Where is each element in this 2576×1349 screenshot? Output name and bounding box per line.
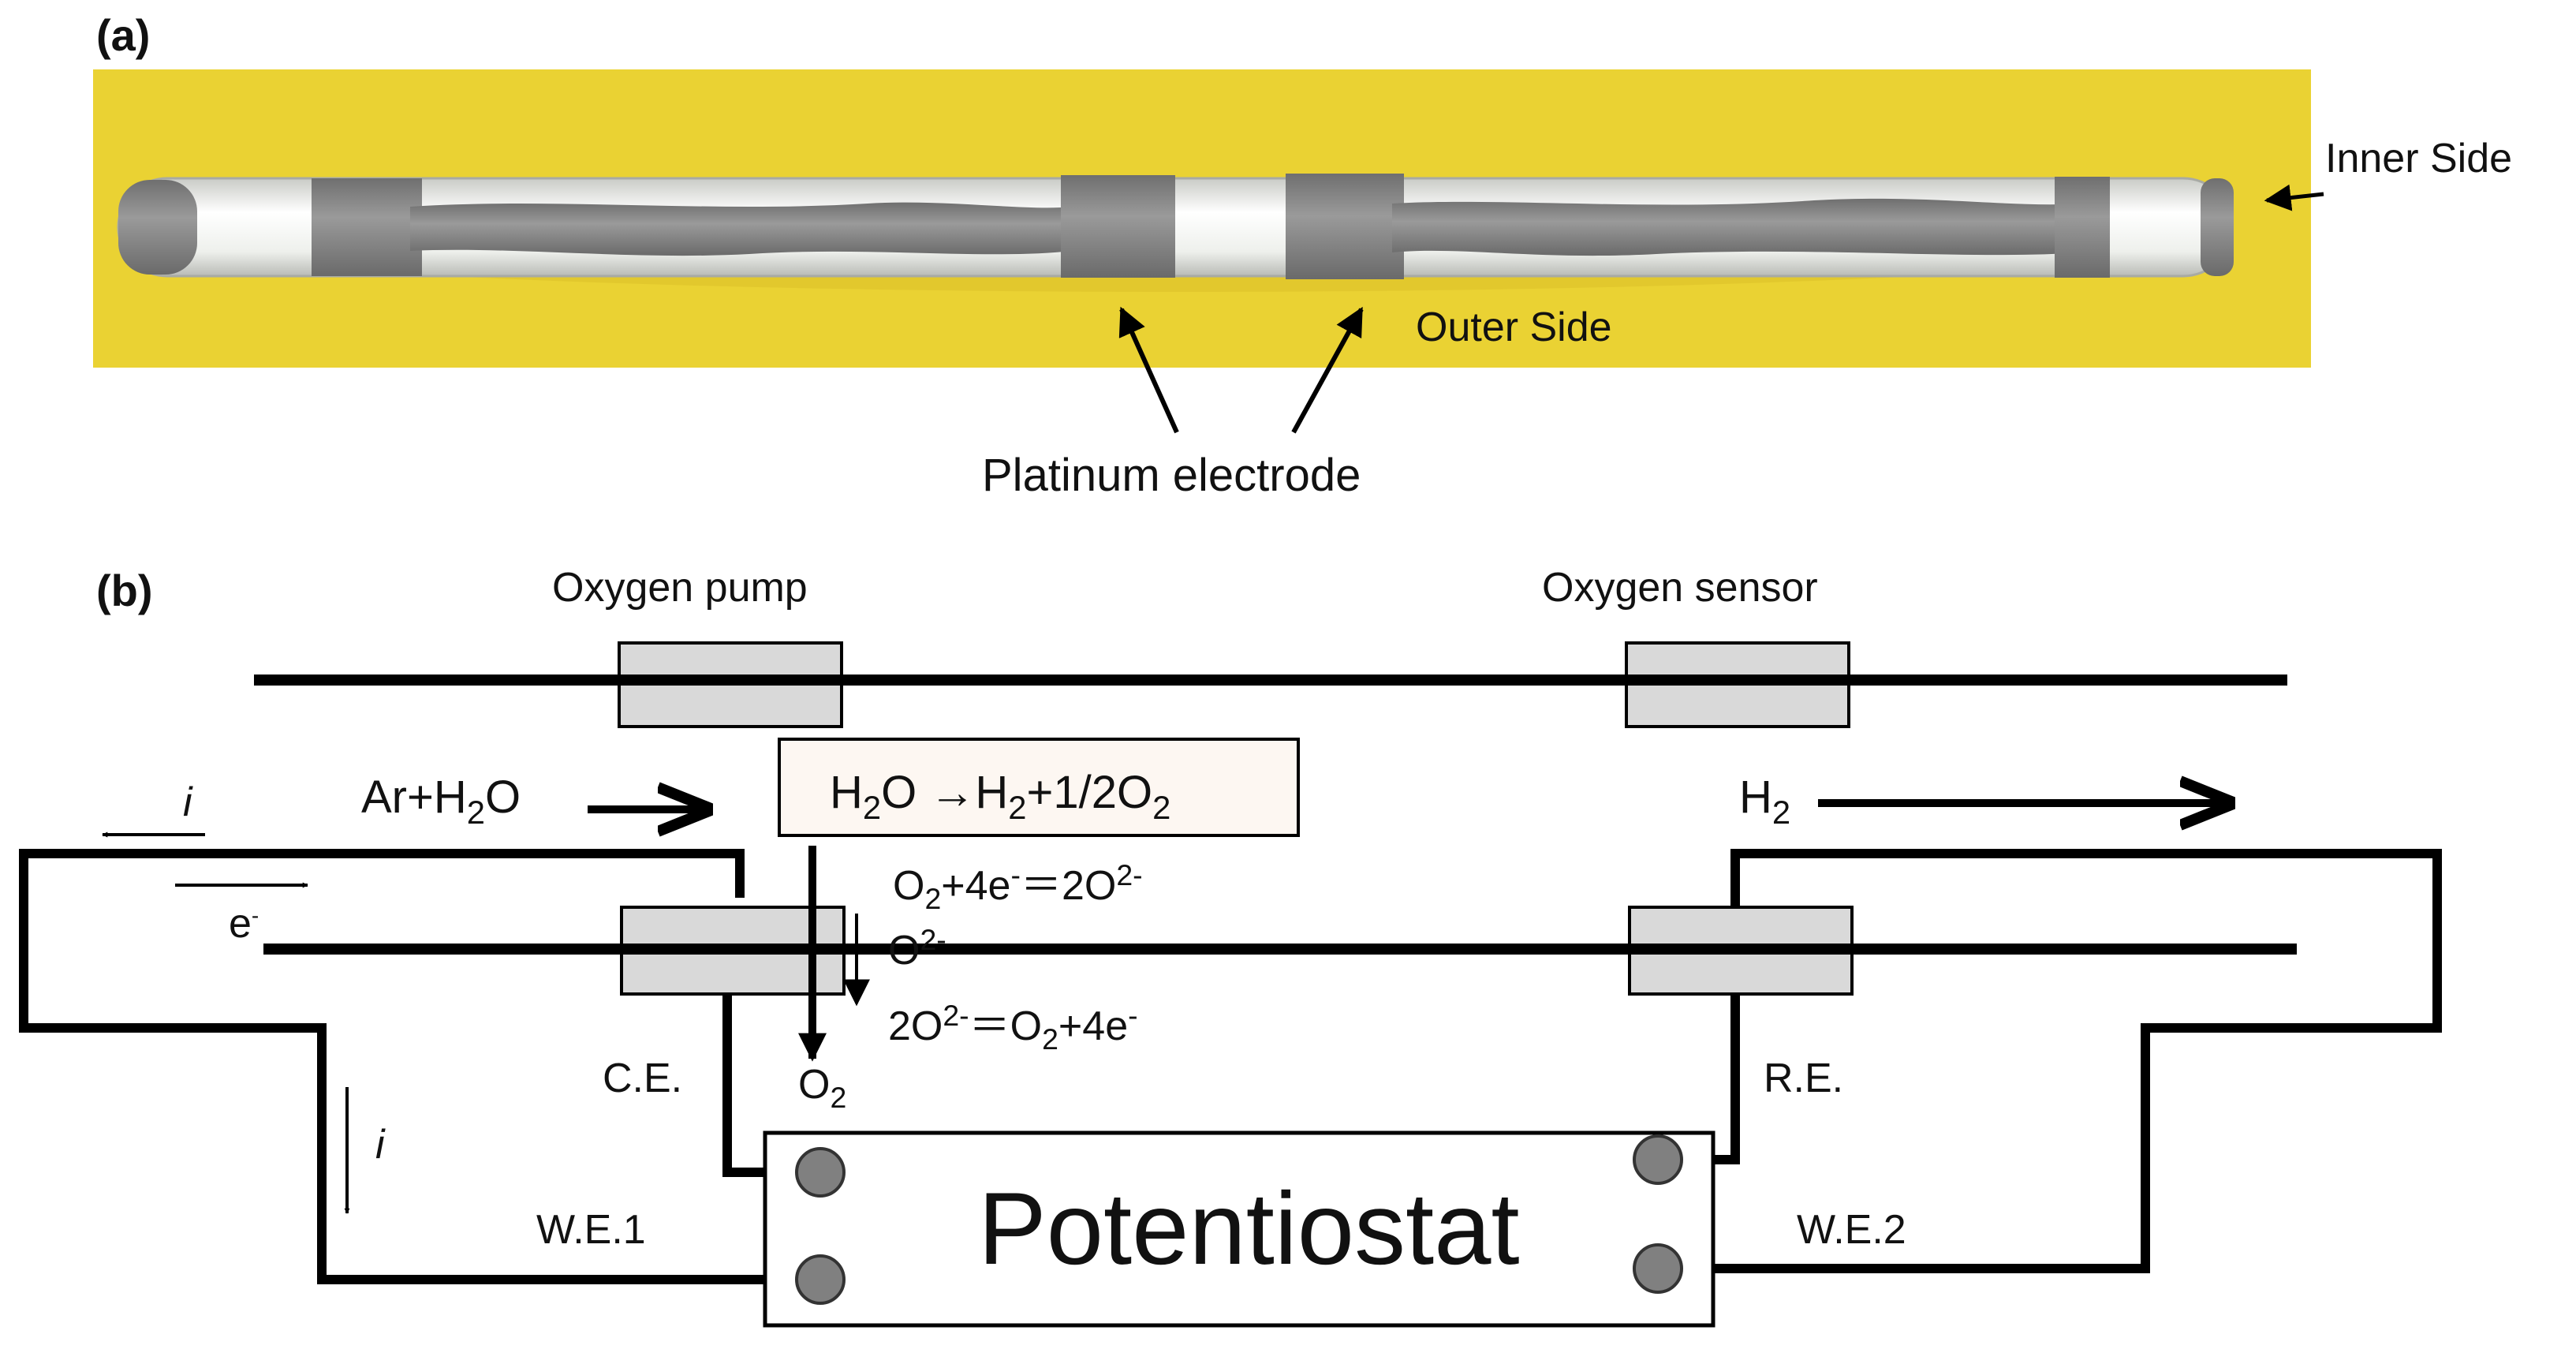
- circuit-wires: [19, 849, 2442, 1284]
- we1-wire: [19, 849, 769, 1284]
- inner-side-label: Inner Side: [2325, 136, 2512, 181]
- we1-label: W.E.1: [536, 1207, 646, 1253]
- re-label: R.E.: [1764, 1056, 1843, 1101]
- terminal-ce: [795, 1147, 846, 1198]
- panel-a-label: (a): [96, 10, 150, 60]
- reaction-box: [778, 738, 1300, 837]
- oxygen-out-label: O2: [798, 1062, 846, 1114]
- outer-side-label: Outer Side: [1416, 305, 1612, 350]
- electron-label: e-: [229, 901, 259, 947]
- platinum-electrode-label: Platinum electrode: [982, 450, 1361, 501]
- product-label: H2: [1739, 772, 1790, 831]
- oxygen-pump-label: Oxygen pump: [552, 565, 808, 611]
- potentiostat-label: Potentiostat: [978, 1171, 1520, 1286]
- feed-label: Ar+H2O: [361, 772, 521, 831]
- reaction-equation: H2O →H2+1/2O2: [830, 767, 1170, 826]
- inner-side-arrow: [2264, 184, 2324, 211]
- ce-label: C.E.: [603, 1056, 682, 1101]
- terminal-re: [1633, 1134, 1683, 1185]
- pt-arrow-right: [1291, 306, 1364, 434]
- anode-reaction: 2O2-＝O2+4e-: [888, 999, 1138, 1056]
- current-label-top: i: [183, 779, 193, 825]
- we2-label: W.E.2: [1797, 1207, 1906, 1253]
- tube-photo: [93, 69, 2311, 368]
- potentiostat-box: [763, 1130, 1715, 1328]
- oxide-ion-label: O2-: [888, 923, 946, 973]
- platinum-coating: [118, 174, 2234, 279]
- panel-b-label: (b): [96, 566, 153, 615]
- oxygen-sensor-label: Oxygen sensor: [1542, 565, 1818, 611]
- terminal-we1: [795, 1254, 846, 1305]
- current-label-side: i: [375, 1122, 386, 1168]
- pt-arrow-left: [1118, 306, 1179, 434]
- re-wire: [1663, 849, 2442, 1273]
- ce-wire: [722, 986, 771, 1177]
- terminals: [795, 1134, 1683, 1305]
- cathode-reaction: O2+4e-＝2O2-: [893, 858, 1143, 915]
- terminal-we2: [1633, 1243, 1683, 1294]
